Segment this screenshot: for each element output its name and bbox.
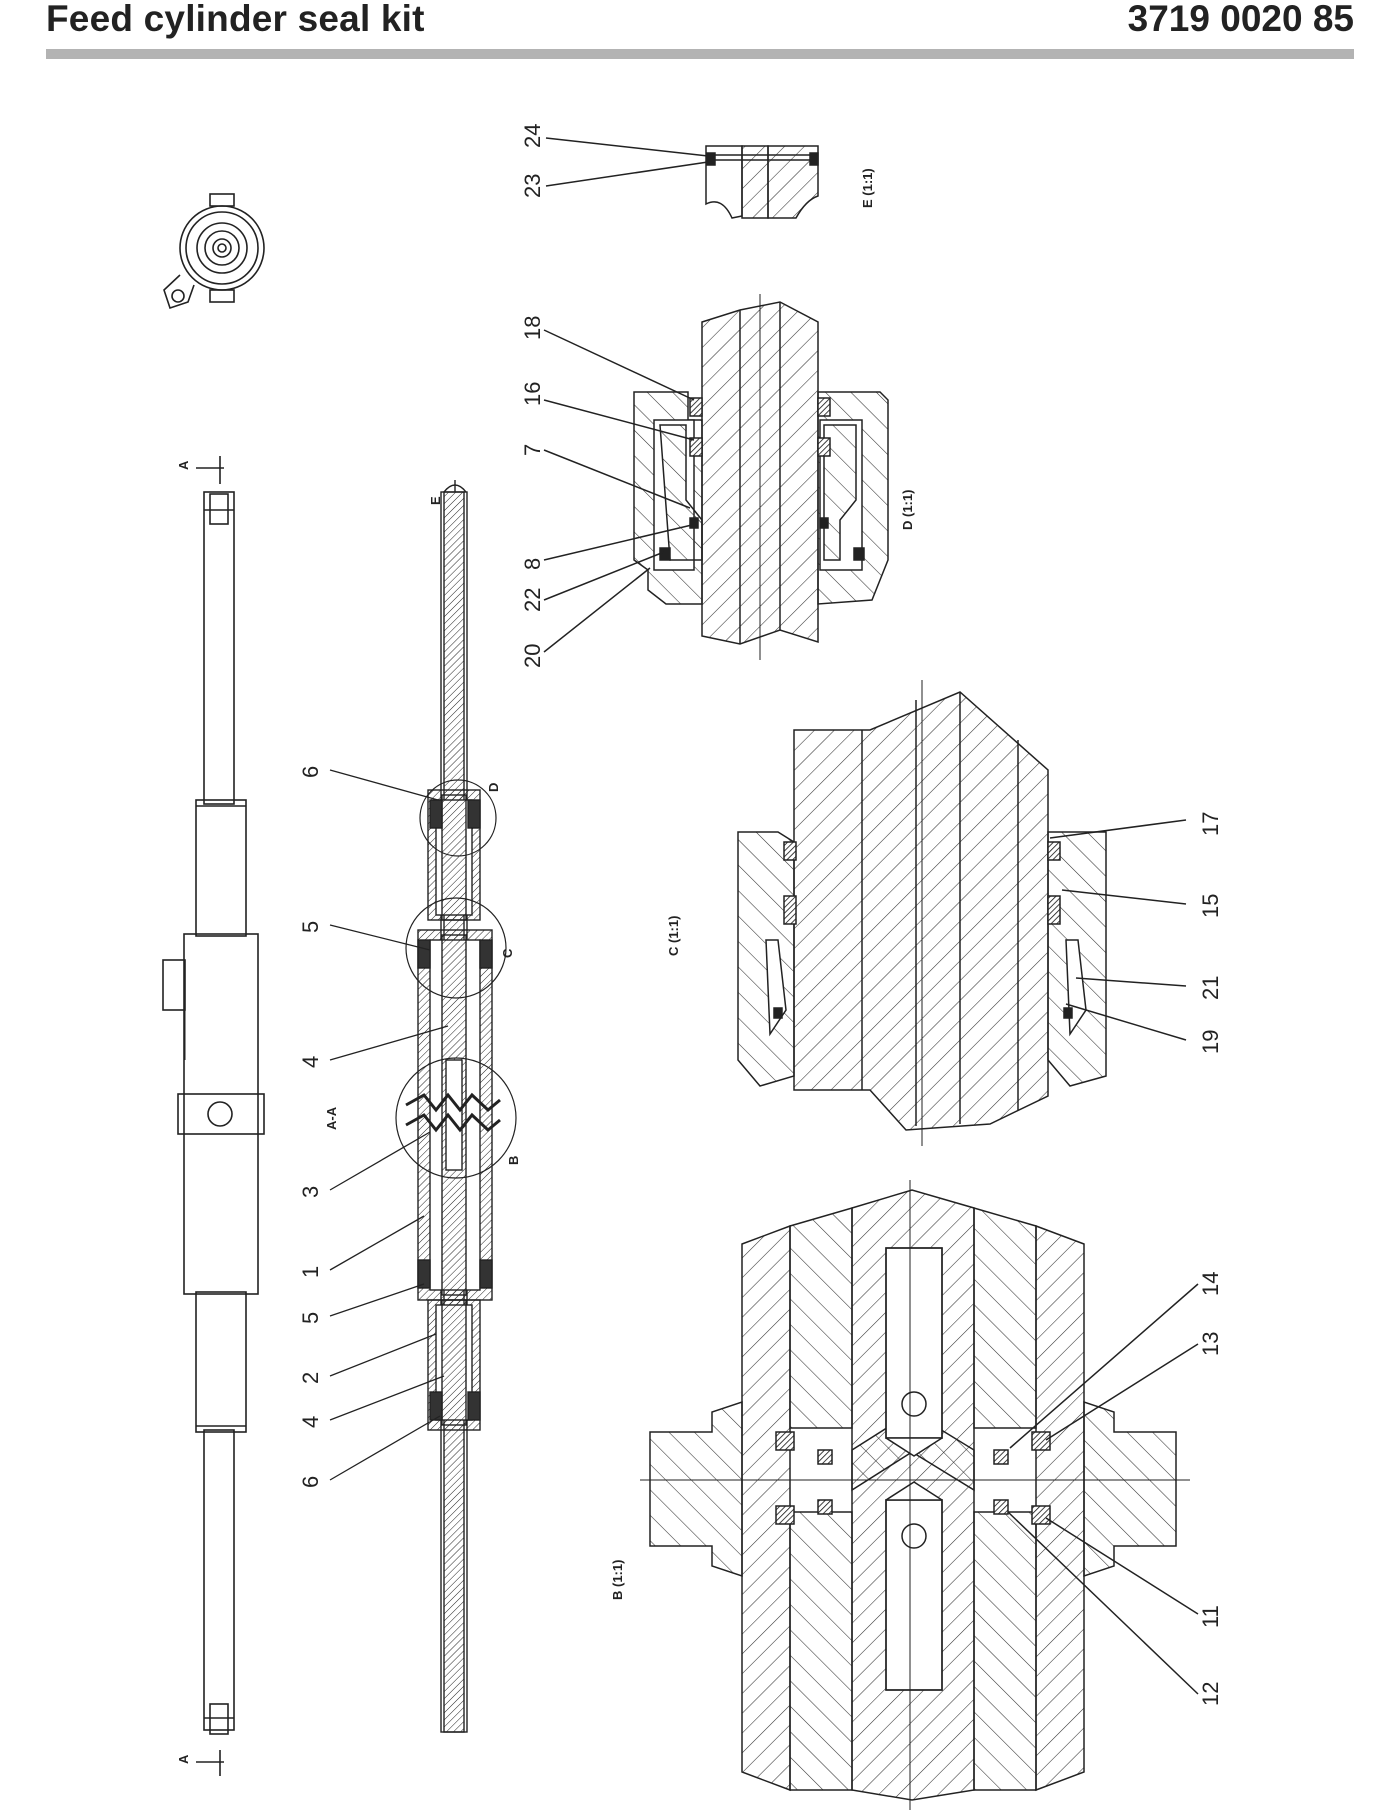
callout-4-top: 4 [298, 1056, 323, 1068]
section-a-a [395, 480, 517, 1733]
detail-c [737, 680, 1187, 1146]
callout-12: 12 [1198, 1682, 1223, 1706]
end-view [163, 193, 265, 310]
callout-21: 21 [1198, 976, 1223, 1000]
detail-marker-d: D [486, 783, 501, 792]
section-leaders [329, 769, 449, 1481]
callout-15: 15 [1198, 894, 1223, 918]
detail-d [543, 294, 889, 660]
callout-5-top: 5 [298, 921, 323, 933]
callout-17: 17 [1198, 812, 1223, 836]
callout-18: 18 [520, 316, 545, 340]
callout-8: 8 [520, 558, 545, 570]
detail-marker-b: B [506, 1156, 521, 1165]
callout-6-top: 6 [298, 766, 323, 778]
section-marker-a-top: A [176, 460, 191, 470]
detail-b-label: B (1:1) [610, 1560, 625, 1600]
callout-4-bottom: 4 [298, 1416, 323, 1428]
detail-e-label: E (1:1) [860, 168, 875, 208]
part-number: 3719 0020 85 [1127, 0, 1354, 39]
callout-1: 1 [298, 1266, 323, 1278]
section-label-a-a: A-A [324, 1106, 339, 1130]
callout-20: 20 [520, 644, 545, 668]
callout-24: 24 [520, 124, 545, 148]
callout-6-bottom: 6 [298, 1476, 323, 1488]
detail-b [640, 1180, 1199, 1810]
callout-5-bottom: 5 [298, 1312, 323, 1324]
detail-e [545, 137, 819, 219]
callout-11: 11 [1198, 1605, 1223, 1628]
callout-7: 7 [520, 444, 545, 456]
header-rule [46, 49, 1354, 59]
callout-16: 16 [520, 382, 545, 406]
detail-marker-c: C [500, 948, 515, 958]
detail-c-label: C (1:1) [666, 916, 681, 956]
callout-13: 13 [1198, 1332, 1223, 1356]
callout-14: 14 [1198, 1272, 1223, 1296]
callout-3: 3 [298, 1186, 323, 1198]
callout-2: 2 [298, 1372, 323, 1384]
callout-23: 23 [520, 174, 545, 198]
callout-22: 22 [520, 588, 545, 612]
cylinder-exterior-view [162, 456, 265, 1776]
detail-marker-e: E [428, 496, 443, 505]
section-marker-a-bottom: A [176, 1754, 191, 1764]
page-title: Feed cylinder seal kit [46, 0, 425, 39]
detail-d-label: D (1:1) [900, 490, 915, 530]
callout-19: 19 [1198, 1030, 1223, 1054]
